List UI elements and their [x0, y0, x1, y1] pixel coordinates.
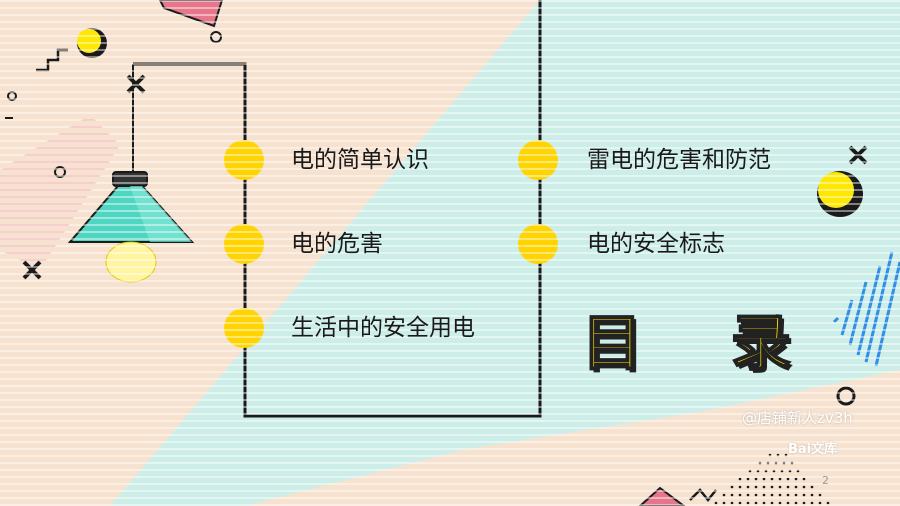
circle-ring-icon	[210, 31, 222, 43]
pink-block	[158, 0, 224, 28]
bullet-dot	[224, 224, 264, 264]
toc-item-safety-signs[interactable]: 电的安全标志	[587, 231, 725, 257]
bullet-dot	[518, 224, 558, 264]
page-number: 2	[822, 474, 829, 487]
page-title: 目 录	[581, 309, 825, 379]
circle-ring-icon	[54, 166, 66, 178]
hanging-lamp-icon	[67, 64, 195, 283]
toc-item-lightning[interactable]: 雷电的危害和防范	[587, 147, 771, 173]
circle-ring-icon	[836, 386, 856, 406]
pink-triangle	[638, 486, 686, 506]
cross-mark-icon	[126, 74, 146, 94]
toc-item-electricity-basics[interactable]: 电的简单认识	[291, 147, 429, 173]
mint-band-main	[110, 0, 900, 506]
watermark-text: @店铺新人zv3h	[742, 409, 853, 427]
blue-striped-shape	[832, 251, 900, 367]
circle-ring-icon	[7, 91, 17, 101]
toc-frame	[133, 0, 542, 418]
cross-mark-icon	[848, 145, 868, 165]
peach-corner	[250, 370, 900, 506]
bullet-dot	[224, 308, 264, 348]
bullet-dots	[224, 140, 558, 348]
baidu-wenku-logo: Bai文库	[788, 442, 838, 457]
yellow-ball	[77, 29, 101, 53]
yellow-ball	[818, 172, 854, 208]
toc-item-electricity-hazards[interactable]: 电的危害	[291, 231, 383, 257]
toc-item-safe-usage[interactable]: 生活中的安全用电	[291, 315, 475, 341]
squiggle-icon	[36, 48, 68, 72]
dotted-pattern	[714, 453, 830, 505]
bullet-dot	[224, 140, 264, 180]
bullet-dot	[518, 140, 558, 180]
cross-mark-icon	[22, 260, 42, 280]
squiggle-icon	[689, 488, 717, 503]
